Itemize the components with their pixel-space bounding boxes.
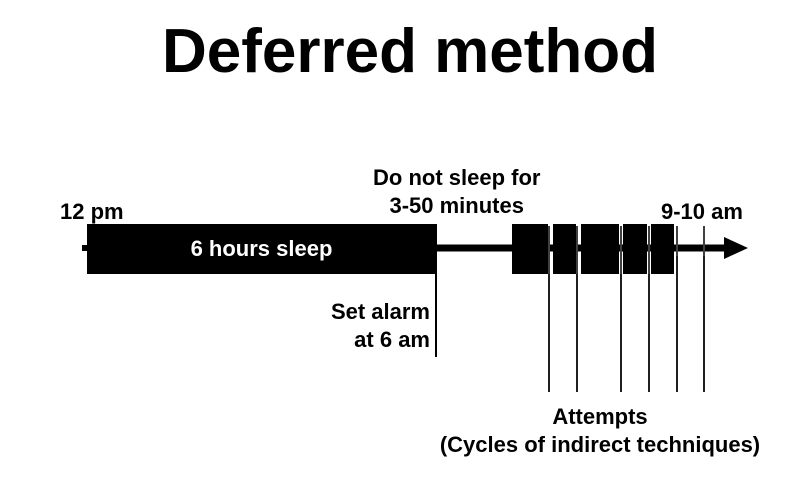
attempts-label-line1: Attempts <box>552 404 648 429</box>
start-time-label: 12 pm <box>60 199 124 224</box>
awake-period-line1: Do not sleep for <box>373 165 541 190</box>
end-time-label: 9-10 am <box>661 199 743 224</box>
awake-period-line2: 3-50 minutes <box>389 193 524 218</box>
sleep-block <box>87 224 436 274</box>
alarm-label-line2: at 6 am <box>354 327 430 352</box>
timeline-start-tick <box>82 245 88 251</box>
attempt-block <box>651 224 674 274</box>
attempts-label: Attempts (Cycles of indirect techniques) <box>400 403 800 459</box>
awake-period-label: Do not sleep for 3-50 minutes <box>373 164 540 220</box>
alarm-label-line1: Set alarm <box>330 299 430 324</box>
sleep-block-label: 6 hours sleep <box>190 236 333 261</box>
attempt-block <box>512 224 549 274</box>
timeline-arrowhead <box>724 237 748 259</box>
diagram-title: Deferred method <box>161 17 659 86</box>
alarm-label: Set alarm at 6 am <box>331 298 430 354</box>
attempt-block <box>581 224 619 274</box>
attempts-label-line2: (Cycles of indirect techniques) <box>439 432 761 457</box>
attempt-block <box>553 224 576 274</box>
attempt-block <box>623 224 647 274</box>
